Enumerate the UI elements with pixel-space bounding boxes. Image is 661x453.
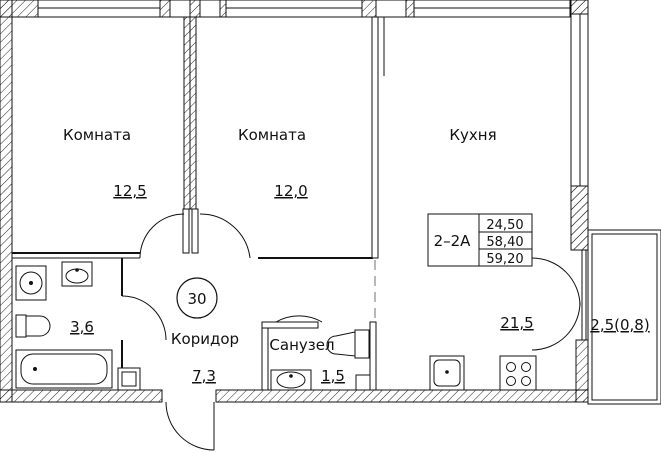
total-area-balcony: 59,20 [486, 252, 523, 267]
bathroom-area: 3,6 [70, 318, 94, 336]
room1-name: Комната [63, 126, 131, 144]
wc-box [355, 374, 371, 391]
kitchen-name: Кухня [449, 126, 496, 144]
bathtub [15, 349, 141, 391]
wc-sink [270, 369, 312, 391]
top-windows [37, 0, 571, 18]
living-area: 24,50 [486, 218, 523, 233]
interior-walls [12, 16, 385, 391]
kitchen-area: 21,5 [500, 314, 533, 332]
corridor-name: Коридор [171, 330, 239, 348]
room1-area: 12,5 [113, 182, 146, 200]
washing-machine [15, 265, 47, 301]
apartment-info-table: 2–2А 24,50 58,40 59,20 [427, 213, 533, 267]
corridor-area: 7,3 [192, 367, 216, 385]
wc-area: 1,5 [321, 367, 345, 385]
balcony [581, 229, 661, 405]
wc-toilet [326, 329, 370, 359]
doors [121, 213, 581, 451]
apartment-number: 30 [187, 290, 206, 308]
wc-name: Санузел [269, 336, 334, 354]
room2-area: 12,0 [274, 182, 307, 200]
bath-sink [61, 261, 93, 287]
total-area: 58,40 [486, 235, 523, 250]
balcony-area: 2,5(0,8) [590, 316, 649, 334]
apartment-type: 2–2А [434, 232, 472, 250]
kitchen-stove [499, 355, 537, 391]
kitchen-sink [429, 355, 465, 391]
apartment-number-badge: 30 [176, 277, 218, 319]
room2-name: Комната [238, 126, 306, 144]
bath-toilet [15, 314, 51, 338]
right-window [570, 13, 589, 251]
